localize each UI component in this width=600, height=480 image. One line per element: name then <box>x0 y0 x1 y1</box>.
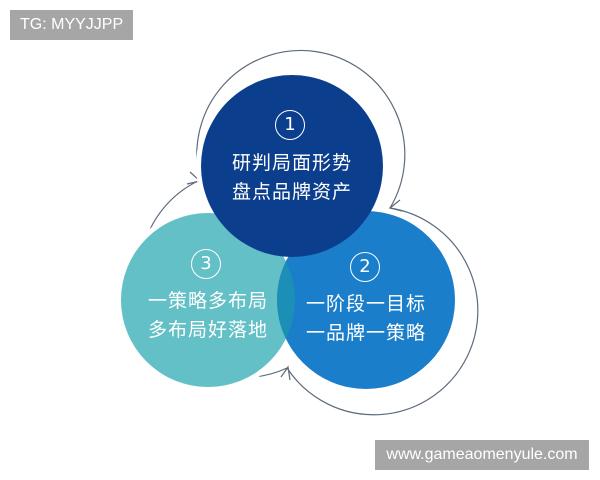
circle-1-line-2: 盘点品牌资产 <box>231 181 352 203</box>
step-number-3: 3 <box>191 249 221 279</box>
watermark-tag-top: TG: MYYJJPP <box>10 10 134 40</box>
circle-3-text: 一策略多布局 多布局好落地 <box>128 287 288 345</box>
circle-3-line-1: 一策略多布局 <box>147 290 268 312</box>
circle-3-line-2: 多布局好落地 <box>147 319 268 341</box>
step-number-1: 1 <box>275 110 305 140</box>
watermark-site-url: www.gameaomenyule.com <box>375 440 589 470</box>
circle-2-line-2: 一品牌一策略 <box>305 322 426 344</box>
circle-1-line-1: 研判局面形势 <box>231 152 352 174</box>
arrow-head-2 <box>388 199 403 212</box>
circle-2 <box>277 211 455 389</box>
circle-3 <box>121 213 295 387</box>
circle-2-line-1: 一阶段一目标 <box>305 293 426 315</box>
step-number-2: 2 <box>350 252 380 282</box>
arrow-head-3 <box>280 365 291 381</box>
circle-1-text: 研判局面形势 盘点品牌资产 <box>212 149 372 207</box>
circle-2-text: 一阶段一目标 一品牌一策略 <box>286 290 446 348</box>
circle-1 <box>201 75 383 257</box>
